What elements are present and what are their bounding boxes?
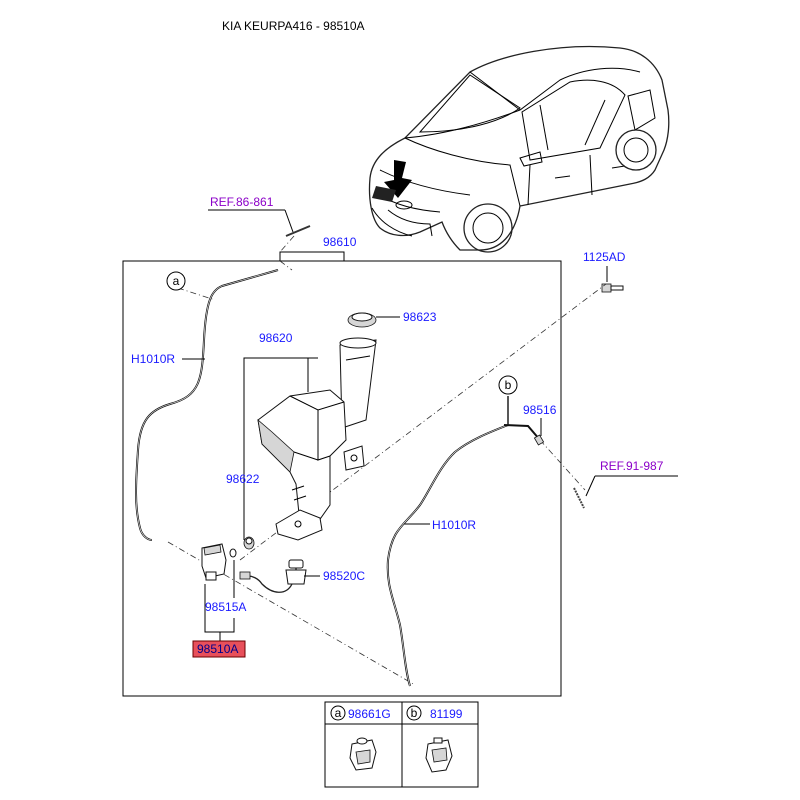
label-98520c[interactable]: 98520C (323, 569, 365, 583)
label-98623[interactable]: 98623 (403, 310, 437, 324)
legend-code-81199: 81199 (430, 707, 463, 721)
label-98610[interactable]: 98610 (323, 235, 357, 249)
legend-item-b[interactable]: b 81199 (406, 705, 463, 721)
label-98515a[interactable]: 98515A (205, 600, 246, 614)
washer-reservoir[interactable] (257, 312, 377, 541)
clip-81199-drawing (425, 737, 453, 773)
label-h1010r-left[interactable]: H1010R (131, 352, 175, 366)
part-highlight (192, 640, 246, 658)
clip-98661g-drawing (349, 737, 377, 771)
filler-cap-98623[interactable] (347, 312, 377, 328)
label-98622[interactable]: 98622 (226, 472, 260, 486)
grommet-98622[interactable] (243, 536, 255, 550)
legend-table: a 98661G b 81199 (324, 701, 479, 788)
level-sensor-98520c[interactable] (239, 559, 307, 593)
callout-a[interactable]: a (166, 271, 186, 291)
svg-text:b: b (411, 706, 418, 720)
label-1125ad[interactable]: 1125AD (583, 250, 626, 264)
washer-pump-98510a[interactable] (201, 543, 227, 581)
legend-item-a[interactable]: a 98661G (330, 705, 391, 721)
assembly-frame (122, 260, 562, 697)
legend-code-98661g: 98661G (348, 707, 391, 721)
bolt-1125ad[interactable] (601, 283, 624, 293)
svg-text:a: a (335, 706, 342, 720)
label-98620[interactable]: 98620 (259, 331, 293, 345)
diagram-title: KIA KEURPA416 - 98510A (222, 19, 365, 33)
pump-seal-98515a[interactable] (229, 548, 237, 558)
ref-86-861[interactable]: REF.86-861 (210, 195, 274, 209)
nozzle-98516[interactable] (533, 434, 545, 446)
hose-right[interactable] (386, 396, 509, 687)
ref-91-987[interactable]: REF.91-987 (600, 459, 664, 473)
label-h1010r-right[interactable]: H1010R (432, 518, 476, 532)
svg-text:b: b (505, 378, 512, 392)
label-98516[interactable]: 98516 (523, 403, 557, 417)
callout-b[interactable]: b (498, 375, 518, 395)
car-illustration (368, 45, 670, 253)
label-98510a[interactable]: 98510A (197, 642, 238, 656)
svg-text:a: a (173, 274, 180, 288)
